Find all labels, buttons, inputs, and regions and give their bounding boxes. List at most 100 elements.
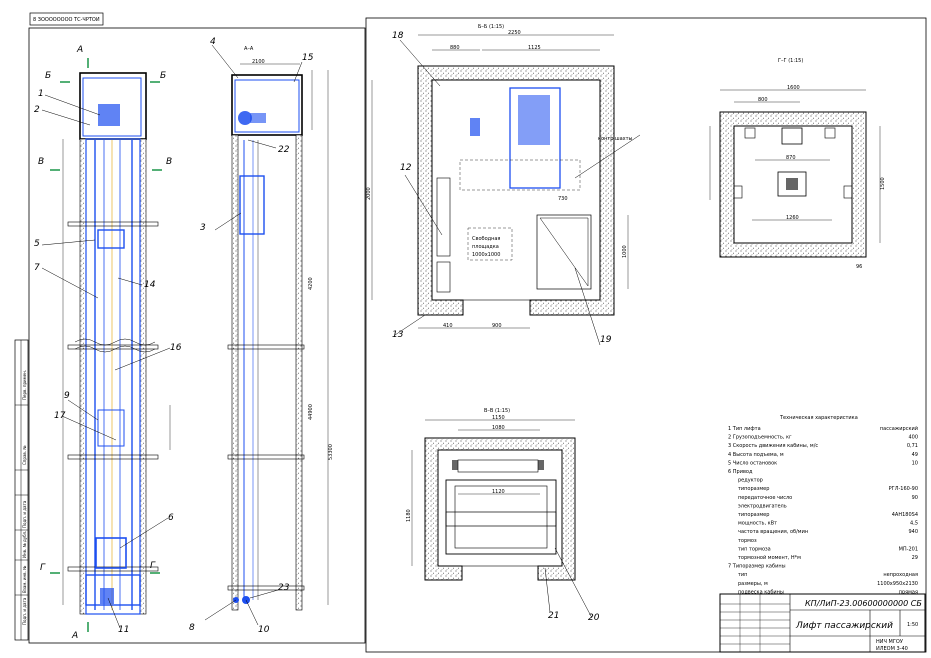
spec-row-label: размеры, м [738,581,768,587]
marker-a-bottom: А [71,631,78,641]
callout-21: 21 [548,611,559,621]
spec-title: Техническая характеристика [779,415,858,421]
dim-bb-door: 900 [492,323,502,329]
callout-20: 20 [588,613,600,623]
spec-row-value: непроходная [883,572,918,578]
spec-row-label: 1 Тип лифта [728,426,761,432]
spec-row-value: 90 [912,495,918,501]
view-label-aa: А–А [244,46,254,52]
section-bb [371,34,641,346]
stamp-sign-date-2: Подп. и дата [22,597,27,625]
dim-vv-height: 1180 [406,509,412,522]
callout-14: 14 [144,280,156,290]
spec-row-label: передаточное число [738,495,792,501]
callout-1: 1 [38,89,44,99]
stamp-ref-no: Справ. № [22,446,27,465]
dim-aa-height: 53300 [328,444,334,460]
callout-2: 2 [34,105,40,115]
callout-16: 16 [170,343,182,353]
spec-row-label: 3 Скорость движения кабины, м/с [728,443,818,449]
spec-row-label: 6 Привод [728,469,753,475]
callout-8: 8 [189,623,195,633]
side-stamp: Перв. примен. Справ. № Подп. и дата Инв.… [14,339,29,641]
spec-row-label: подвеска кабины [738,589,784,595]
marker-v-right: В [166,157,172,167]
spec-row-value: 400 [908,435,918,441]
marker-b-left: Б [45,71,51,81]
spec-row-value: 49 [912,452,918,458]
callout-23: 23 [278,583,290,593]
spec-row-label: типоразмер [738,512,769,518]
note-room-3: 1000х1000 [472,252,500,258]
sheet-frame-right [365,17,927,653]
view-label-bb: Б–Б (1:15) [478,24,504,30]
document-scale: 1:50 [907,622,918,628]
spec-row-label: 7 Типоразмер кабины [728,564,786,570]
section-aa [204,44,329,626]
dim-gg-total: 1600 [787,85,800,91]
spec-row-label: тормозной момент, Н*м [738,554,801,561]
spec-row-label: тип [738,572,747,578]
callout-3: 3 [200,223,206,233]
spec-row-label: 2 Грузоподъемность, кг [728,435,792,441]
callout-22: 22 [278,145,290,155]
view-label-gg: Г–Г (1:15) [778,58,803,64]
dim-gg-side: 96 [856,264,862,270]
org-line-2: ИЛЕОМ 3-40 [876,646,908,652]
dim-bb-right: 1125 [528,45,541,51]
callout-4: 4 [210,37,216,47]
section-vv [411,419,593,619]
callout-10: 10 [258,625,270,635]
spec-table: Техническая характеристика 1 Тип лифта па… [728,415,918,595]
dim-bb-counter: 730 [558,196,568,202]
spec-row-value: 0,71 [907,443,918,449]
spec-row-label: 4 Высота подъема, м [728,452,784,458]
stamp-first-use: Перв. примен. [22,370,27,400]
spec-row-value: МП-201 [899,546,918,552]
callout-5: 5 [34,239,40,249]
dim-vv-inner: 1080 [492,425,505,431]
spec-row-value: 4,5 [910,521,918,527]
stamp-sign-date-1: Подп. и дата [22,500,27,528]
spec-row-label: тип тормоза [738,546,771,552]
dim-bb-left: 880 [450,45,460,51]
marker-g-left: Г [40,563,46,573]
spec-row-label: тормоз [738,538,757,544]
spec-row-value: прямая [899,589,918,595]
spec-row-value: 4АН180S4 [892,512,918,518]
callout-17: 17 [54,411,66,421]
callout-12: 12 [400,163,412,173]
dim-gg-mid: 870 [786,155,796,161]
spec-row-label: типоразмер [738,486,769,492]
spec-row-label: мощность, кВт [738,521,777,527]
view-label-vv: В–В (1:15) [484,408,510,414]
callout-13: 13 [392,330,404,340]
callout-6: 6 [168,513,174,523]
spec-row-label: 5 Число остановок [728,460,777,466]
dim-aa-low: 4200 [308,277,314,290]
document-name: Лифт пассажирский [795,621,893,631]
spec-row-value: РГЛ-160-90 [889,486,918,492]
spec-row-value: пассажирский [880,425,918,432]
callout-15: 15 [302,53,314,63]
callout-7: 7 [34,263,40,273]
dim-aa-top: 2100 [252,59,265,65]
dim-vv-total: 1150 [492,415,505,421]
spec-row-label: редуктор [738,478,763,484]
dim-aa-mid: 44900 [308,404,314,420]
spec-rows: 1 Тип лифта пассажирский 2 Грузоподъемност… [728,425,918,595]
callout-11: 11 [118,625,129,635]
stamp-dup-inv: Инв. № дубл. [22,531,27,558]
dim-gg-inner: 800 [758,97,768,103]
dim-bb-side: 1000 [622,245,628,258]
callout-9: 9 [64,391,70,401]
note-room-2: площадка [472,244,499,250]
dim-gg-bottom: 1260 [786,215,799,221]
drawing-tab-label: 8 ЗОООООООО ТС-ЧРТОИ [33,17,100,23]
drawing-tab[interactable]: 8 ЗОООООООО ТС-ЧРТОИ [29,12,104,26]
spec-row-value: 940 [908,529,918,535]
spec-row-label: электродвигатель [738,503,787,509]
dim-bb-total: 2250 [508,30,521,36]
org-line-1: НИЧ МГОУ [876,639,903,645]
